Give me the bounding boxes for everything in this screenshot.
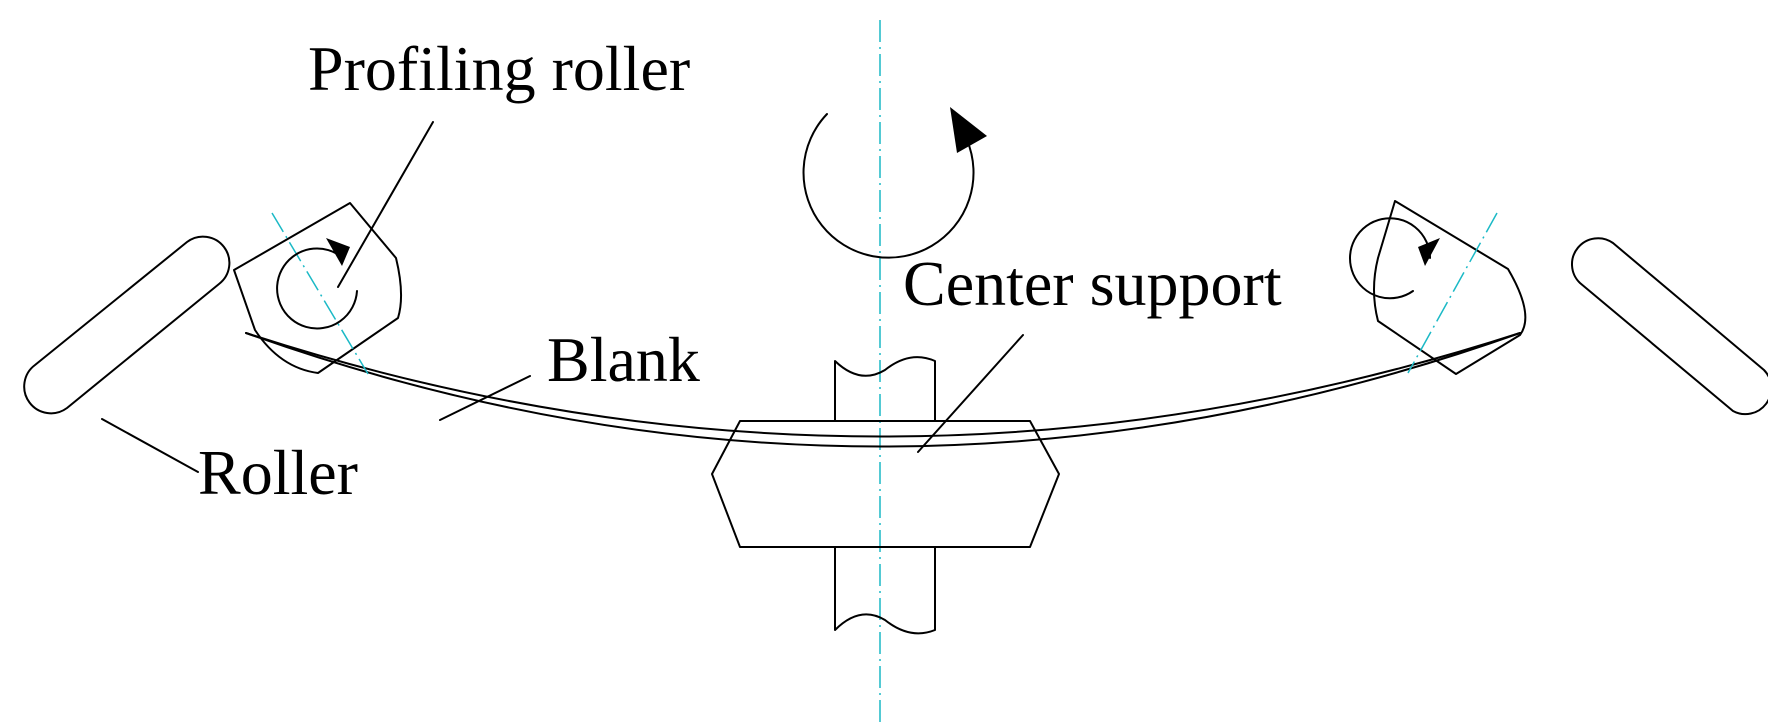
leader-roller — [101, 418, 199, 473]
left-profiling-rotation-arrow — [276, 247, 358, 330]
right-profiling-rotation-arrow — [1349, 217, 1431, 300]
left-profiling-roller — [233, 202, 402, 375]
label-center-support: Center support — [903, 248, 1282, 319]
right-roller — [1571, 237, 1768, 416]
left-profiling-roller-axis — [271, 212, 369, 375]
leader-profiling-roller — [337, 121, 434, 288]
right-profiling-roller — [1349, 200, 1527, 375]
label-roller: Roller — [198, 437, 358, 508]
upper-shaft — [834, 356, 936, 422]
label-profiling-roller: Profiling roller — [308, 33, 690, 104]
left-profiling-arrowhead — [326, 238, 350, 266]
right-profiling-roller-axis — [1407, 212, 1498, 374]
rotation-arrow-main — [802, 107, 987, 259]
label-blank: Blank — [547, 324, 700, 395]
lower-shaft — [834, 546, 936, 635]
left-roller — [23, 235, 231, 415]
center-support-block — [711, 420, 1060, 548]
leader-blank — [439, 375, 531, 421]
leader-center-support — [917, 334, 1024, 453]
blank — [245, 332, 1521, 448]
right-profiling-arrowhead — [1418, 238, 1440, 266]
rotation-arrowhead-main — [950, 107, 987, 153]
center-support — [711, 356, 1060, 635]
